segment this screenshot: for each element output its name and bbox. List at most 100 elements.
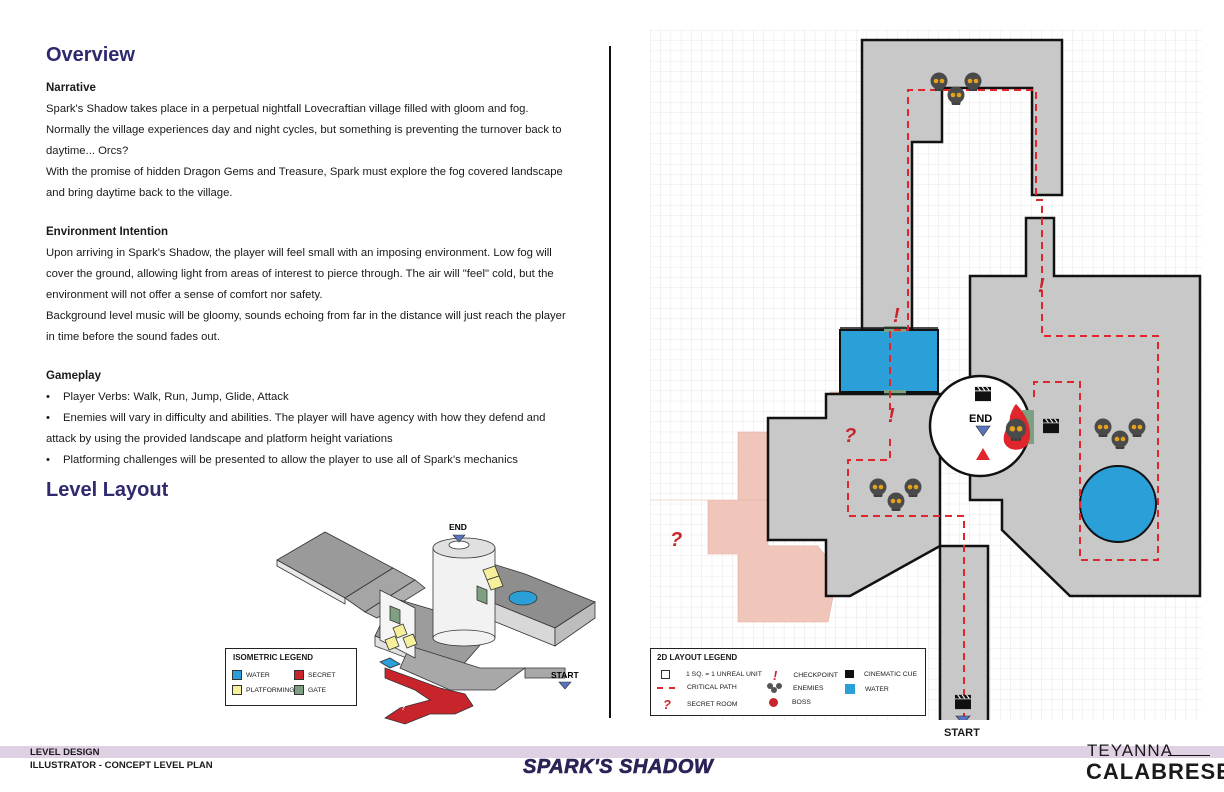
water-swatch: [232, 670, 242, 680]
environment-line: Background level music will be gloomy, s…: [46, 310, 566, 322]
level-layout-title: Level Layout: [46, 479, 169, 501]
legend-label: BOSS: [792, 699, 811, 706]
narrative-heading: Narrative: [46, 82, 96, 94]
bullet-text: Platforming challenges will be presented…: [63, 454, 518, 466]
legend-label: 1 SQ. = 1 UNREAL UNIT: [686, 671, 762, 678]
narrative-line: Normally the village experiences day and…: [46, 124, 562, 136]
exclamation-icon: !: [773, 668, 778, 683]
checkpoint-icon: !: [888, 405, 895, 427]
legend-label: WATER: [865, 685, 889, 693]
legend-label: SECRET ROOM: [686, 701, 738, 708]
footer-subtitle: ILLUSTRATOR - CONCEPT LEVEL PLAN: [30, 760, 213, 771]
end-label: END: [969, 413, 992, 425]
overview-section: Overview Narrative Spark's Shadow takes …: [46, 42, 591, 503]
iso-start-label: START: [551, 670, 580, 680]
cinematic-cue-icon: [974, 386, 992, 402]
gameplay-heading: Gameplay: [46, 370, 101, 382]
overview-title: Overview: [46, 44, 135, 66]
start-marker-icon: [955, 715, 971, 720]
environment-heading: Environment Intention: [46, 226, 169, 238]
question-mark-icon: ?: [663, 697, 671, 712]
legend-label: CINEMATIC CUE: [864, 670, 918, 678]
legend-unit: 1 SQ. = 1 UNREAL UNIT: [661, 670, 762, 679]
gameplay-bullet: • Enemies will vary in difficulty and abi…: [46, 408, 591, 429]
environment-line: Upon arriving in Spark's Shadow, the pla…: [46, 247, 552, 259]
west-wing: [766, 392, 942, 598]
iso-bottom-passage: [399, 645, 527, 691]
iso-legend-secret: SECRET: [294, 670, 336, 680]
iso-secret-path: [384, 667, 474, 725]
water-pool-east: [1079, 465, 1157, 543]
iso-start-passage: [524, 667, 566, 679]
legend-secret-room: ? SECRET ROOM: [663, 697, 737, 712]
gate-bottom: [884, 390, 906, 396]
boss-icon: [769, 698, 778, 707]
iso-end-label: END: [449, 522, 467, 532]
footer-band: [0, 746, 1224, 758]
checkpoint-icon: !: [893, 305, 900, 327]
start-label: START: [944, 727, 980, 739]
cinematic-cue-icon: [1042, 418, 1060, 434]
environment-line: cover the ground, allowing light from ar…: [46, 268, 554, 280]
dashed-line-icon: [657, 686, 675, 689]
iso-water-small: [379, 657, 401, 669]
clapperboard-icon: [845, 670, 854, 678]
legend-boss: BOSS: [769, 698, 811, 707]
critical-path-north: [889, 89, 1159, 561]
author-rule: [1168, 755, 1210, 756]
legend-label: WATER: [246, 671, 270, 679]
iso-gate: [476, 585, 488, 605]
spawn-marker-icon: [976, 448, 990, 460]
cinematic-cue-icon: [954, 694, 972, 710]
isometric-legend: ISOMETRIC LEGEND WATER SECRET PLATFORMIN…: [225, 648, 357, 706]
secret-room-icon: ?: [670, 529, 682, 551]
legend-water: WATER: [845, 684, 889, 694]
narrative-line: With the promise of hidden Dragon Gems a…: [46, 166, 563, 178]
footer-category: LEVEL DESIGN: [30, 747, 100, 758]
iso-platform-pad: [486, 575, 504, 591]
platforming-swatch: [232, 685, 242, 695]
author-first-name: TEYANNA: [1087, 741, 1174, 760]
water-swatch: [845, 684, 855, 694]
checkpoint-icon: !: [1038, 275, 1045, 297]
document-title: SPARK'S SHADOW: [523, 756, 714, 779]
critical-path-south: [847, 434, 965, 720]
bullet-glyph: •: [46, 412, 50, 424]
iso-legend-gate: GATE: [294, 685, 326, 695]
square-icon: [661, 670, 670, 679]
bullet-glyph: •: [46, 391, 50, 403]
narrative-line: daytime... Orcs?: [46, 145, 129, 157]
secret-swatch: [294, 670, 304, 680]
column-divider: [609, 46, 611, 718]
narrative-line: and bring daytime back to the village.: [46, 187, 233, 199]
environment-line: environment will not offer a sense of co…: [46, 289, 323, 301]
level-map-2d: ! ! ! ? ? END: [650, 30, 1202, 720]
end-marker-icon: [975, 425, 991, 437]
legend-label: CHECKPOINT: [793, 672, 838, 679]
iso-legend-platforming: PLATFORMING: [232, 685, 295, 695]
legend-checkpoint: ! CHECKPOINT: [773, 668, 838, 683]
map-legend-title: 2D LAYOUT LEGEND: [657, 653, 738, 662]
iso-platform-pad: [402, 633, 418, 649]
iso-start-marker-icon: [558, 681, 572, 690]
iso-end-marker-icon: [452, 534, 466, 543]
legend-label: CRITICAL PATH: [687, 684, 737, 691]
secret-room-icon: ?: [844, 425, 856, 447]
iso-secret-marker: ?: [401, 705, 405, 712]
bullet-text: Enemies will vary in difficulty and abil…: [63, 412, 546, 424]
narrative-line: Spark's Shadow takes place in a perpetua…: [46, 103, 529, 115]
legend-label: GATE: [308, 686, 327, 694]
iso-legend-title: ISOMETRIC LEGEND: [233, 653, 314, 662]
iso-platform-pad: [384, 635, 400, 651]
iso-legend-water: WATER: [232, 670, 270, 680]
environment-line: in time before the sound fades out.: [46, 331, 220, 343]
gameplay-bullet-continuation: attack by using the provided landscape a…: [46, 433, 393, 445]
bullet-glyph: •: [46, 454, 50, 466]
isometric-layout: ? END START: [276, 522, 596, 725]
legend-label: ENEMIES: [793, 684, 824, 692]
legend-label: PLATFORMING: [246, 686, 295, 694]
author-last-name: CALABRESE: [1086, 759, 1224, 784]
legend-critical-path: CRITICAL PATH: [657, 684, 737, 691]
gameplay-bullet: •Player Verbs: Walk, Run, Jump, Glide, A…: [46, 387, 591, 408]
gameplay-bullet: • Platforming challenges will be presente…: [46, 450, 591, 471]
